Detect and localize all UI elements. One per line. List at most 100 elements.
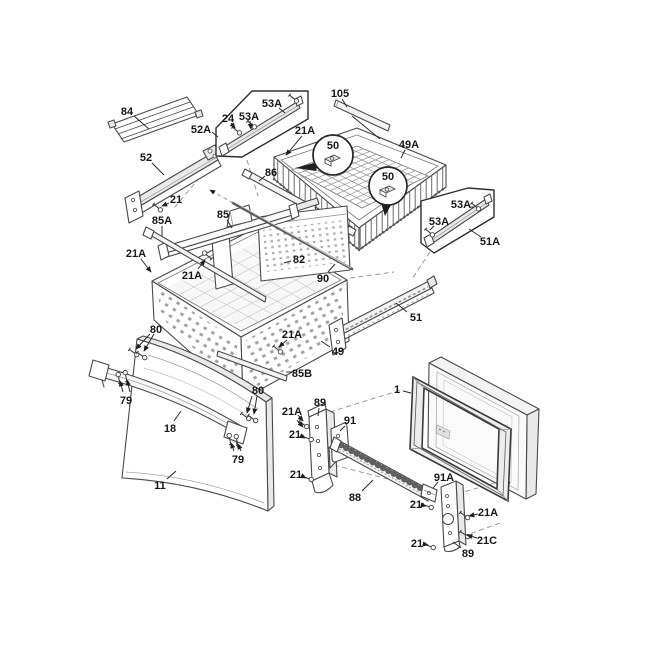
leader-line (283, 260, 292, 264)
leader-line (140, 258, 152, 273)
part-label-49: 49 (332, 346, 344, 358)
leader-line (317, 407, 320, 417)
screw-icon (271, 344, 284, 355)
leader-line (320, 340, 331, 348)
leader-line (278, 339, 288, 348)
leader-line (468, 228, 482, 238)
leader-line (161, 201, 170, 207)
part-label-82: 82 (293, 254, 305, 266)
leader-line (432, 481, 439, 489)
part-105-trim (333, 99, 391, 132)
leader-line (466, 534, 478, 540)
screw-icon (287, 93, 300, 104)
detail-callout: 50 (295, 134, 354, 176)
screw-icon (423, 542, 436, 551)
leader-line (402, 390, 412, 394)
detail-callout: 50 (368, 166, 408, 216)
screw-icon (151, 202, 164, 213)
leader-line (246, 395, 253, 414)
screw-icon (246, 413, 259, 424)
leader-line (118, 380, 124, 393)
part-label-105: 105 (331, 88, 349, 100)
part-label-21A: 21A (282, 329, 302, 341)
part-label-18: 18 (164, 423, 176, 435)
inset-box-51A (420, 187, 495, 254)
callout-label: 50 (327, 140, 339, 152)
door-label-sticker (435, 424, 451, 440)
leader-line (297, 414, 304, 422)
part-label-89: 89 (462, 548, 474, 560)
part-label-51A: 51A (480, 236, 500, 248)
part-label-88: 88 (349, 492, 361, 504)
part-label-21: 21 (411, 538, 423, 550)
callout-label: 50 (382, 171, 394, 183)
part-label-51: 51 (410, 312, 422, 324)
part-label-85B: 85B (292, 368, 312, 380)
leader-line (339, 425, 346, 432)
leader-line (400, 149, 406, 159)
part-label-53A: 53A (262, 98, 282, 110)
leader-line (300, 473, 307, 479)
part-label-21A: 21A (282, 406, 302, 418)
part-label-89: 89 (314, 397, 326, 409)
part-label-79: 79 (120, 395, 132, 407)
part-label-79: 79 (232, 454, 244, 466)
leader-line (429, 225, 435, 231)
screw-icon (423, 227, 436, 238)
part-label-53A: 53A (429, 216, 449, 228)
leader-line (395, 302, 408, 313)
part-label-1: 1 (394, 384, 400, 396)
leader-line (237, 443, 243, 452)
part-label-91: 91 (344, 415, 356, 427)
part-85B-trim (216, 350, 288, 382)
leader-line (252, 395, 258, 415)
part-label-21: 21 (410, 499, 422, 511)
part-label-21A: 21A (478, 507, 498, 519)
leader-line (420, 502, 427, 508)
leader-line (226, 219, 233, 229)
leader-line (211, 131, 219, 138)
part-89-right-bracket (440, 480, 467, 553)
leader-line (135, 333, 151, 350)
leader-line (351, 115, 381, 140)
leader-line (341, 98, 348, 108)
leader-line (125, 379, 131, 393)
part-label-21: 21 (170, 194, 182, 206)
leader-line (285, 135, 303, 156)
part-11-door-panel (121, 335, 275, 512)
leader-line (327, 263, 336, 273)
part-label-21A: 21A (126, 248, 146, 260)
part-label-84: 84 (121, 106, 134, 118)
part-84-vent-grille (107, 96, 204, 143)
part-label-21C: 21C (477, 535, 497, 547)
leader-line (296, 419, 304, 428)
part-85A-rail (142, 226, 267, 303)
part-18-door-handle (88, 359, 248, 449)
part-label-52: 52 (140, 152, 152, 164)
part-label-21A: 21A (182, 270, 202, 282)
screw-icon (127, 347, 140, 358)
screw-icon (201, 250, 214, 261)
part-label-91A: 91A (434, 472, 454, 484)
part-label-21: 21 (289, 429, 301, 441)
screw-icon (421, 502, 434, 511)
leader-line (166, 470, 177, 480)
leader-line (361, 479, 374, 492)
part-51-slide-rail (328, 275, 438, 356)
part-label-80: 80 (150, 324, 162, 336)
part-label-53A: 53A (451, 199, 471, 211)
leader-line (422, 541, 429, 547)
leader-line (452, 541, 462, 549)
part-91A-bracket (420, 483, 438, 503)
part-label-24: 24 (222, 113, 235, 125)
screw-icon (469, 201, 482, 212)
part-label-49A: 49A (399, 139, 419, 151)
leader-line (299, 433, 306, 439)
detail-callouts: 50 50 (295, 134, 408, 216)
leader-line (151, 162, 165, 176)
part-label-85: 85 (217, 209, 229, 221)
part-1-inner-door (409, 356, 540, 503)
